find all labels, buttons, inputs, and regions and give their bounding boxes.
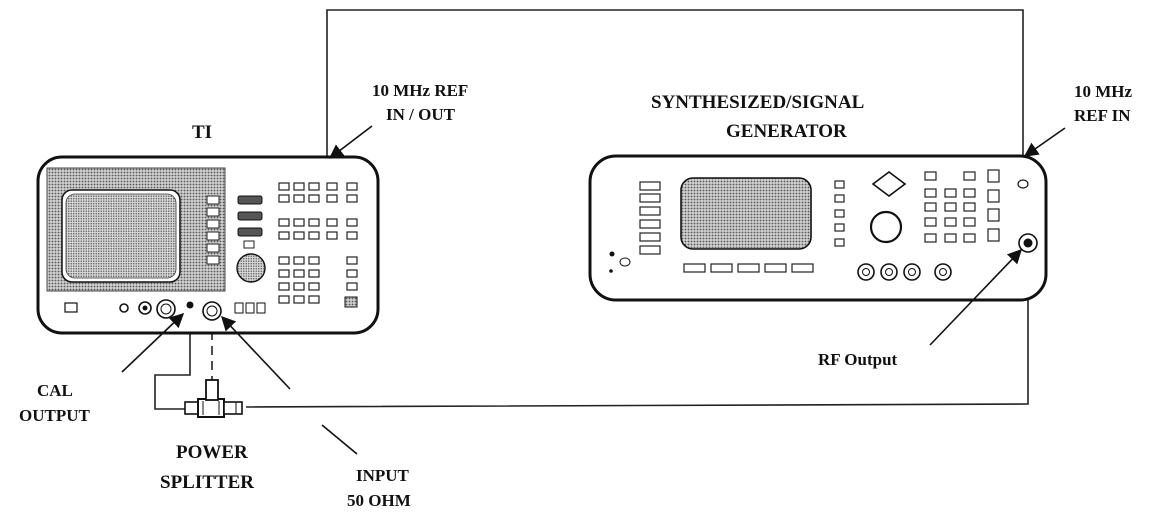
ti-softkeys <box>206 195 220 265</box>
cal-output-label-2: OUTPUT <box>19 406 91 425</box>
ref-in-out-label-1: 10 MHz REF <box>372 81 468 100</box>
ti-label: TI <box>192 122 212 143</box>
power-splitter-icon <box>184 379 243 418</box>
power-switch-icon <box>64 302 78 313</box>
ref-cable <box>326 9 1024 158</box>
power-splitter-label-2: SPLITTER <box>160 472 254 493</box>
cal-cable <box>154 306 191 410</box>
rotary-knob-icon <box>869 210 903 244</box>
ref-in-out-label-2: IN / OUT <box>386 105 456 124</box>
input-leader-line <box>321 424 358 455</box>
cal-output-label-1: CAL <box>37 381 73 400</box>
ti-keypad <box>278 182 358 304</box>
input-arrow <box>221 315 291 390</box>
generator-label-2: GENERATOR <box>726 121 847 142</box>
arrow-keys-icon <box>871 171 907 197</box>
cal-output-arrow <box>121 313 185 373</box>
ref-in-label-1: 10 MHz <box>1074 82 1133 101</box>
ref-in-out-arrow <box>328 125 373 159</box>
ref-in-label-2: REF IN <box>1074 106 1131 125</box>
generator-label-1: SYNTHESIZED/SIGNAL <box>651 92 864 113</box>
input-label-1: INPUT <box>356 466 410 485</box>
power-splitter-label-1: POWER <box>176 442 248 463</box>
rf-output-arrow <box>929 248 1022 346</box>
ti-analyzer <box>36 155 380 335</box>
signal-generator <box>588 154 1048 302</box>
input-label-2: 50 OHM <box>347 491 411 510</box>
rf-output-label: RF Output <box>818 350 898 369</box>
speaker-icon <box>236 253 266 283</box>
ref-in-arrow <box>1023 127 1066 157</box>
